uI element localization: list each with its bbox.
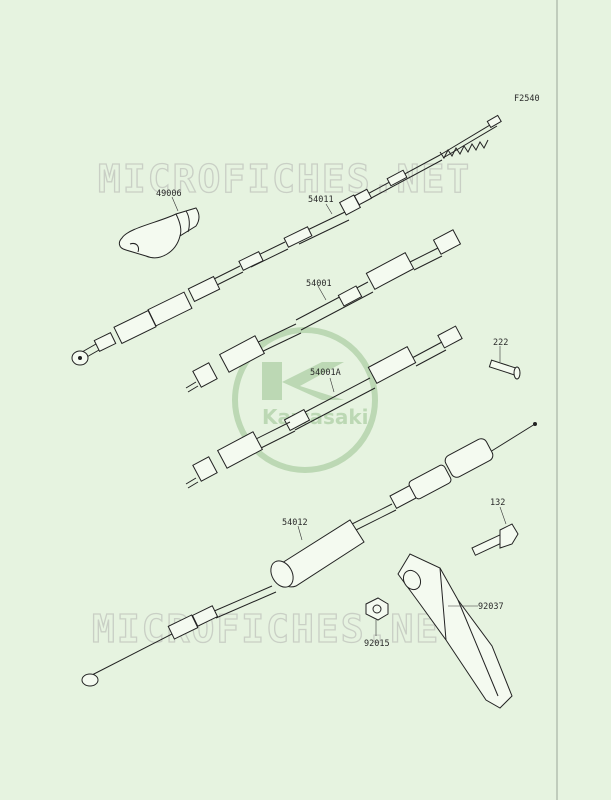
- screw-222: [488, 359, 521, 380]
- label-54011: 54011: [308, 195, 334, 205]
- logo-text: Kawasaki: [262, 405, 369, 429]
- label-92037: 92037: [478, 602, 504, 612]
- label-92015: 92015: [364, 639, 390, 649]
- nut-92015: [365, 597, 389, 621]
- cover-49006: [118, 207, 200, 259]
- speedometer-cable-54001: [185, 229, 462, 393]
- watermark-top: MICROFICHES.NET: [98, 157, 471, 201]
- kawasaki-logo-watermark: Kawasaki: [232, 327, 378, 473]
- label-54001a: 54001A: [310, 368, 341, 378]
- label-54001: 54001: [306, 279, 332, 289]
- label-222: 222: [493, 338, 508, 348]
- label-132: 132: [490, 498, 505, 508]
- diagram-code: F2540: [514, 94, 540, 104]
- label-49006: 49006: [156, 189, 182, 199]
- bolt-132: [471, 523, 519, 556]
- tachometer-cable-54001a: [185, 325, 463, 489]
- label-54012: 54012: [282, 518, 308, 528]
- clutch-cable-54012: [81, 422, 537, 687]
- bracket-92037: [397, 553, 513, 709]
- watermark-bottom: MICROFICHES.NET: [92, 607, 465, 651]
- throttle-cable-54011: [71, 114, 502, 366]
